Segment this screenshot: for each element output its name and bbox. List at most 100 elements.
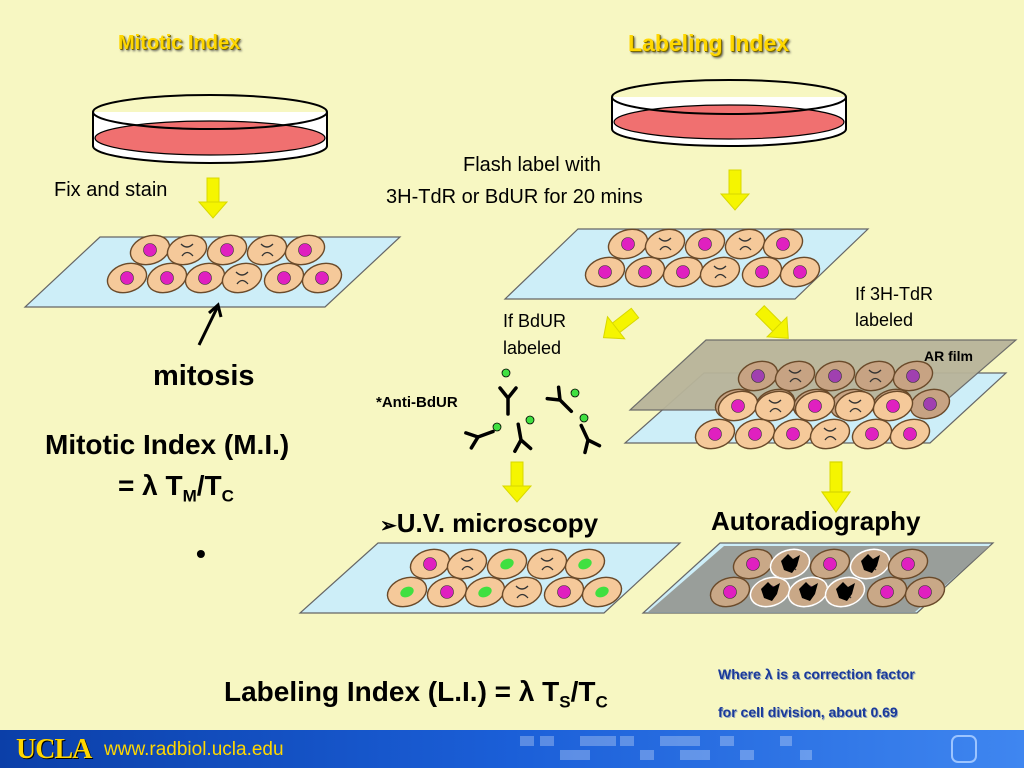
- cell: [486, 548, 528, 580]
- cell: [741, 256, 783, 288]
- labeling-index-formula: Labeling Index (L.I.) = λ TS/TC: [224, 676, 608, 713]
- flash-label-line1: Flash label with: [463, 154, 601, 176]
- formula-t: T: [534, 676, 560, 707]
- cell: [749, 576, 791, 608]
- cell: [772, 418, 814, 450]
- cell: [464, 576, 506, 608]
- cell: [754, 390, 796, 422]
- petri-dish-right: [611, 79, 847, 147]
- cell: [409, 548, 451, 580]
- mitotic-index-heading: Mitotic Index: [118, 32, 241, 54]
- cell: [892, 360, 934, 392]
- cell: [564, 548, 606, 580]
- correction-note-line2: for cell division, about 0.69: [718, 704, 898, 720]
- formula-slash-t: /T: [196, 470, 222, 501]
- cell: [762, 228, 804, 260]
- cell: [889, 418, 931, 450]
- anti-bdur-antibodies: [464, 368, 602, 455]
- mitotic-index-formula: = λ TM/TC: [118, 470, 234, 507]
- cells-mitotic: [106, 234, 343, 294]
- cell: [787, 576, 829, 608]
- flash-label-line2: 3H-TdR or BdUR for 20 mins: [386, 186, 643, 208]
- cell: [809, 418, 851, 450]
- cell: [206, 234, 248, 266]
- cell: [644, 228, 686, 260]
- cell: [904, 576, 946, 608]
- cell: [834, 390, 876, 422]
- cell: [426, 576, 468, 608]
- footer-bar: UCLA www.radbiol.ucla.edu: [0, 730, 1024, 768]
- uv-microscopy-label: ➢U.V. microscopy: [380, 508, 598, 539]
- cell: [166, 234, 208, 266]
- cells-uv: [386, 548, 623, 608]
- ucla-logo: UCLA: [16, 734, 92, 765]
- bdur-label-line1: If BdUR: [503, 311, 567, 331]
- cell: [694, 418, 736, 450]
- arrow-to-autoradiography: [821, 461, 851, 513]
- cell: [386, 576, 428, 608]
- autoradiography-label: Autoradiography: [711, 506, 921, 536]
- cell: [684, 228, 726, 260]
- formula-equals: =: [118, 470, 143, 501]
- cells-autoradiography: [709, 548, 946, 608]
- cell: [543, 576, 585, 608]
- cells-labeling: [584, 228, 821, 288]
- lambda-symbol: λ: [764, 666, 773, 682]
- tdr-label-line1: If 3H-TdR: [855, 284, 934, 304]
- nav-button-icon[interactable]: [951, 735, 977, 763]
- formula-t: T: [157, 470, 183, 501]
- li-text: Labeling Index (L.I.) =: [224, 676, 519, 707]
- bullet: •: [196, 538, 206, 569]
- cell: [887, 548, 929, 580]
- cell: [246, 234, 288, 266]
- cell: [734, 418, 776, 450]
- cell: [717, 390, 759, 422]
- lambda-symbol: λ: [142, 470, 158, 501]
- arrow-fix-stain: [198, 177, 228, 219]
- cell: [221, 262, 263, 294]
- cell: [699, 256, 741, 288]
- anti-bdur-label: *Anti-BdUR: [376, 394, 458, 411]
- cell: [849, 548, 891, 580]
- cell: [106, 262, 148, 294]
- cell: [146, 262, 188, 294]
- cell: [284, 234, 326, 266]
- mitosis-label: mitosis: [153, 360, 255, 392]
- cell: [581, 576, 623, 608]
- cell: [662, 256, 704, 288]
- uv-microscopy-text: U.V. microscopy: [396, 508, 599, 538]
- formula-slash-t: /T: [570, 676, 596, 707]
- cell: [809, 548, 851, 580]
- cell: [301, 262, 343, 294]
- cell: [814, 360, 856, 392]
- tdr-label-line2: labeled: [855, 310, 914, 330]
- cell: [446, 548, 488, 580]
- subscript-m: M: [182, 486, 197, 506]
- ar-film-label: AR film: [924, 348, 973, 364]
- cell: [709, 576, 751, 608]
- diagram-canvas: [23, 79, 1018, 614]
- fix-stain-label: Fix and stain: [54, 179, 168, 201]
- cell: [872, 390, 914, 422]
- subscript-s: S: [559, 692, 571, 712]
- mitosis-pointer-arrow: [197, 302, 223, 346]
- cell: [794, 390, 836, 422]
- cell: [129, 234, 171, 266]
- arrow-bullet-icon: ➢: [380, 515, 397, 537]
- cell: [584, 256, 626, 288]
- cell: [824, 576, 866, 608]
- cell: [724, 228, 766, 260]
- cell: [737, 360, 779, 392]
- cell: [624, 256, 666, 288]
- cell: [526, 548, 568, 580]
- mitotic-index-formula-line1: Mitotic Index (M.I.): [45, 429, 290, 460]
- cell: [607, 228, 649, 260]
- note-prefix: Where: [718, 666, 765, 682]
- website-link[interactable]: www.radbiol.ucla.edu: [104, 739, 284, 760]
- correction-note-line1: Where λ is a correction factor: [718, 666, 915, 682]
- labeling-index-heading: Labeling Index: [628, 30, 790, 56]
- subscript-c: C: [595, 692, 608, 712]
- cell: [866, 576, 908, 608]
- cell: [184, 262, 226, 294]
- lambda-symbol: λ: [518, 676, 535, 707]
